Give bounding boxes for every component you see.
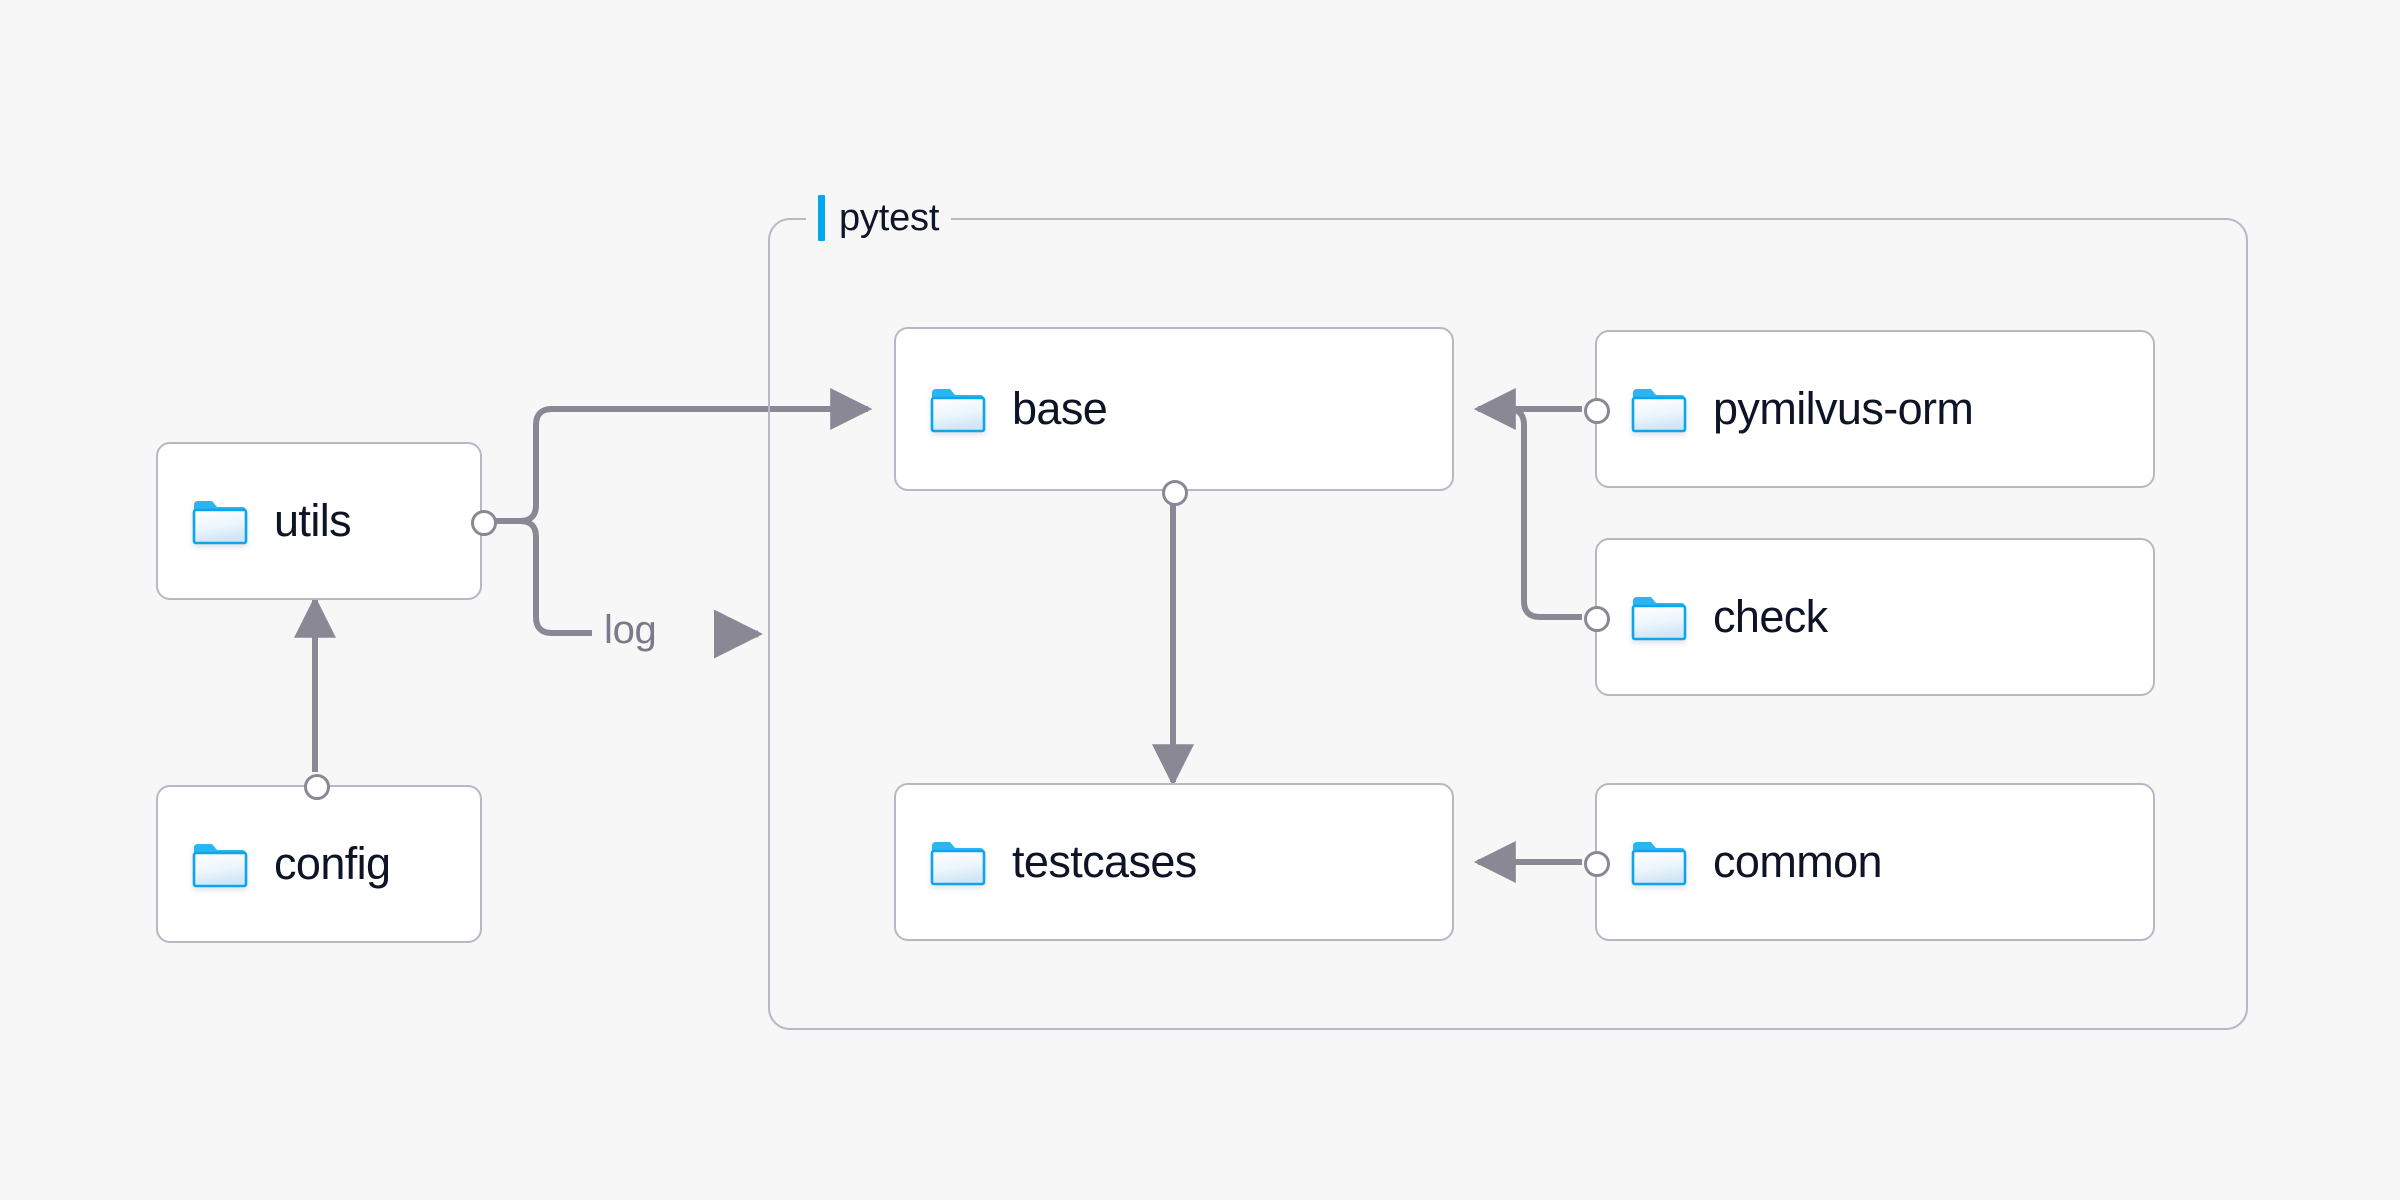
group-pytest-label-text: pytest	[839, 196, 940, 239]
group-pytest-label[interactable]: pytest	[806, 190, 952, 246]
handle-config-top[interactable]	[304, 774, 330, 800]
node-base[interactable]: base	[894, 327, 1454, 506]
edge-label-log: log	[604, 608, 657, 652]
node-config-label: config	[274, 838, 391, 889]
folder-icon	[930, 385, 986, 433]
edge-utils-log	[484, 518, 592, 636]
node-pymilvus-orm-label: pymilvus-orm	[1713, 383, 1974, 434]
node-common[interactable]: common	[1584, 783, 2155, 941]
node-utils[interactable]: utils	[156, 442, 497, 600]
node-config[interactable]: config	[156, 774, 482, 943]
node-check-label: check	[1713, 591, 1828, 642]
node-common-label: common	[1713, 836, 1883, 887]
group-accent-bar	[818, 195, 825, 241]
folder-icon	[1631, 385, 1687, 433]
folder-icon	[192, 497, 248, 545]
handle-check-left[interactable]	[1584, 606, 1610, 632]
node-testcases[interactable]: testcases	[894, 783, 1454, 941]
folder-icon	[930, 838, 986, 886]
node-base-label: base	[1012, 383, 1108, 434]
handle-utils-right[interactable]	[471, 510, 497, 536]
folder-icon	[1631, 593, 1687, 641]
group-pytest[interactable]	[768, 218, 2248, 1030]
node-check[interactable]: check	[1584, 538, 2155, 696]
node-pymilvus-orm[interactable]: pymilvus-orm	[1584, 330, 2155, 488]
folder-icon	[1631, 838, 1687, 886]
node-testcases-label: testcases	[1012, 836, 1197, 887]
node-utils-label: utils	[274, 495, 352, 546]
handle-common-left[interactable]	[1584, 851, 1610, 877]
handle-pymilvus-orm-left[interactable]	[1584, 398, 1610, 424]
handle-base-bottom[interactable]	[1162, 480, 1188, 506]
folder-icon	[192, 840, 248, 888]
